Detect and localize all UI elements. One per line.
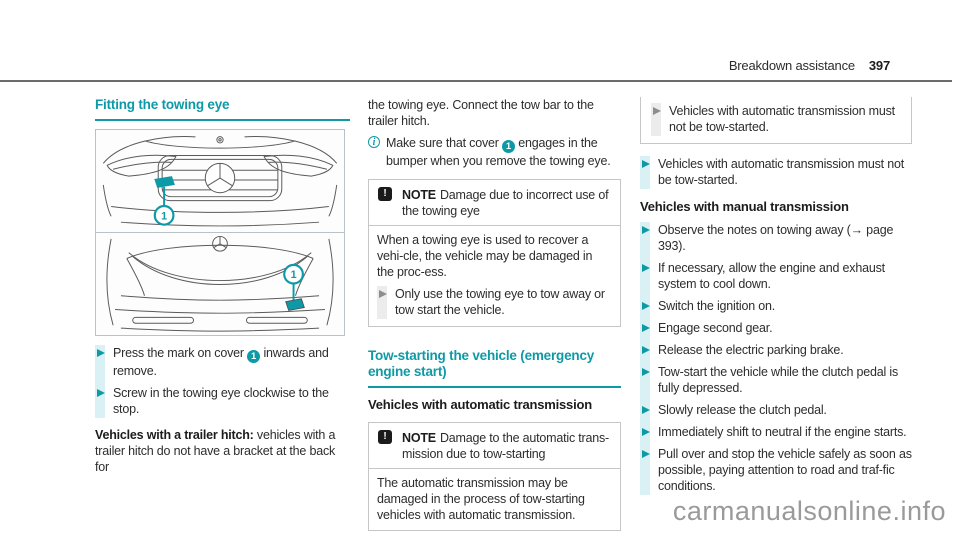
vehicle-front-illustration: 1 [102,136,338,227]
list-item: Engage second gear. [640,320,912,342]
list-item: Screw in the towing eye clockwise to the… [95,385,350,418]
list-item: Vehicles with automatic transmission mus… [651,103,901,136]
list-item: Only use the towing eye to tow away or t… [377,286,612,319]
note-body: The automatic transmission may be damage… [369,468,620,530]
rear-callout-label: 1 [291,269,297,281]
rear-cover-highlight [285,298,305,311]
note-steps-list: Vehicles with automatic transmission mus… [651,103,901,136]
list-item: Vehicles with automatic transmission mus… [640,156,912,189]
note-body: When a towing eye is used to recover a v… [369,225,620,326]
list-item: Press the mark on cover 1 inwards and re… [95,345,350,385]
watermark: carmanualsonline.info [672,496,946,526]
note-label: NOTE [402,188,436,202]
cover-marker-badge: 1 [247,350,261,363]
running-header: Breakdown assistance 397 [0,58,890,74]
front-cover-highlight [154,176,175,188]
warning-icon: ! [378,187,392,201]
note-box-continuation: Vehicles with automatic transmission mus… [640,97,912,144]
front-callout-circle [153,204,175,226]
info-icon: i [368,136,380,148]
subheading-automatic-transmission: Vehicles with automatic transmission [368,397,592,412]
column-left: Fitting the towing eye [95,97,350,475]
intro-paragraph: the towing eye. Connect the tow bar to t… [368,98,594,128]
list-item: Slowly release the clutch pedal. [640,402,912,424]
chapter-title: Breakdown assistance [728,58,855,73]
subheading-manual-transmission: Vehicles with manual transmission [640,199,849,214]
note-label: NOTE [402,431,436,445]
list-item: Observe the notes on towing away (→ page… [640,222,912,260]
header-rule [0,80,952,82]
vehicle-rear-illustration: 1 [106,235,334,332]
fitting-steps-list: Press the mark on cover 1 inwards and re… [95,345,350,418]
page-number: 397 [868,58,890,73]
manual-transmission-steps-list: Observe the notes on towing away (→ page… [640,222,912,495]
list-item: Pull over and stop the vehicle safely as… [640,446,912,495]
list-item: If necessary, allow the engine and exhau… [640,260,912,298]
figure-divider [96,232,344,233]
towing-eye-figure: 1 [95,129,345,336]
warning-icon: ! [378,430,392,444]
info-note: i Make sure that cover 1 engages in the … [368,135,621,169]
section-title-fitting-towing-eye: Fitting the towing eye [95,97,350,121]
list-item: Release the electric parking brake. [640,342,912,364]
front-callout-label: 1 [161,210,167,222]
note-steps-list: Only use the towing eye to tow away or t… [377,286,612,319]
column-middle: the towing eye. Connect the tow bar to t… [368,97,621,531]
column-right: Vehicles with automatic transmission mus… [640,97,912,503]
section-title-tow-starting: Tow-starting the vehicle (emergency engi… [368,348,621,388]
trailer-hitch-paragraph: Vehicles with a trailer hitch: vehicles … [95,428,336,474]
list-item: Tow-start the vehicle while the clutch p… [640,364,912,402]
rear-callout-circle [283,263,304,285]
list-item: Switch the ignition on. [640,298,912,320]
automatic-warning-list: Vehicles with automatic transmission mus… [640,156,912,189]
list-item: Immediately shift to neutral if the engi… [640,424,912,446]
cover-marker-badge: 1 [502,140,515,153]
